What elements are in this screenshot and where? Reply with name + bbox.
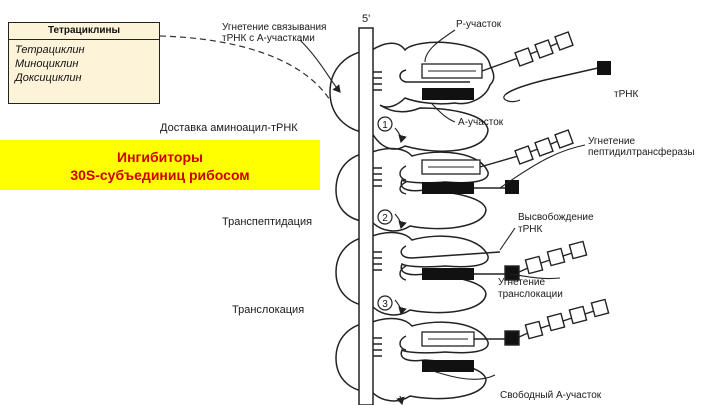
- inhibitor-banner: Ингибиторы 30S-субъединиц рибосом: [0, 140, 320, 190]
- drug-connector-line: [159, 35, 331, 101]
- inhibit-binding-label-2: тРНК с А-участками: [222, 33, 315, 44]
- peptide-chain-3: [474, 240, 588, 281]
- trna-arm-1: [399, 69, 470, 83]
- drug-item: Миноциклин: [15, 58, 79, 70]
- empty-a-site-4: [422, 360, 474, 372]
- mrna-ticks-2: [373, 167, 382, 187]
- transpeptidation-label: Транспептидация: [222, 216, 312, 228]
- delivery-label: Доставка аминоацил-тРНК: [160, 122, 298, 134]
- a-site-label: А-участок: [458, 117, 504, 128]
- step-circle-3: 3: [377, 295, 393, 311]
- peptide-chain-4: [474, 298, 610, 346]
- peptide-chain-1: [481, 31, 574, 72]
- a-site-trna-2: [422, 182, 474, 194]
- annotation-lines: [299, 29, 586, 405]
- drug-item: Тетрациклин: [15, 44, 85, 56]
- ribosome-2: [335, 147, 489, 232]
- inhibit-binding-label-1: Угнетение связывания: [222, 22, 326, 33]
- aminoacid-2: [505, 180, 519, 194]
- trna-label: тРНК: [614, 89, 638, 100]
- a-site-block-1: [422, 88, 474, 100]
- drug-box-header: Тетрациклины: [9, 23, 159, 40]
- svg-text:1: 1: [382, 120, 388, 131]
- drug-list: Тетрациклин Миноциклин Доксициклин: [9, 43, 159, 85]
- inhibit-tl-label-2: транслокации: [498, 289, 563, 300]
- release-label-2: тРНК: [518, 224, 542, 235]
- inhibit-pt-label-2: пептидилтрансферазы: [588, 146, 695, 158]
- drug-item: Доксициклин: [15, 72, 82, 84]
- mrna-5prime-label: 5': [362, 13, 370, 25]
- mrna-ticks-1: [373, 71, 382, 91]
- banner-line-1: Ингибиторы: [117, 149, 203, 165]
- released-trna: [400, 245, 501, 259]
- mrna-ticks-3: [373, 251, 382, 271]
- step-circle-1: 1: [377, 116, 393, 132]
- ribosome-3: [335, 231, 489, 316]
- mrna-ticks-4: [373, 337, 382, 357]
- a-site-trna-3: [422, 268, 474, 280]
- p-site-label: Р-участок: [456, 19, 502, 30]
- ribosome-4: [335, 317, 489, 402]
- svg-text:3: 3: [382, 299, 388, 310]
- step-circle-2: 2: [377, 209, 393, 225]
- peptide-chain-2: [474, 129, 574, 189]
- ribosome-1: [329, 41, 495, 152]
- inhibit-tl-label-1: Угнетение: [498, 277, 545, 288]
- mrna-strand: [358, 27, 374, 405]
- free-a-site-label: Свободный А-участок: [500, 389, 602, 401]
- svg-text:2: 2: [382, 213, 388, 224]
- banner-line-2: 30S-субъединиц рибосом: [70, 167, 250, 183]
- translocation-label: Транслокация: [232, 304, 304, 316]
- incoming-trna: [503, 61, 611, 103]
- inhibit-pt-label-1: Угнетение: [588, 136, 635, 147]
- tetracycline-box: Тетрациклины Тетрациклин Миноциклин Докс…: [8, 22, 160, 104]
- release-label-1: Высвобождение: [518, 211, 594, 223]
